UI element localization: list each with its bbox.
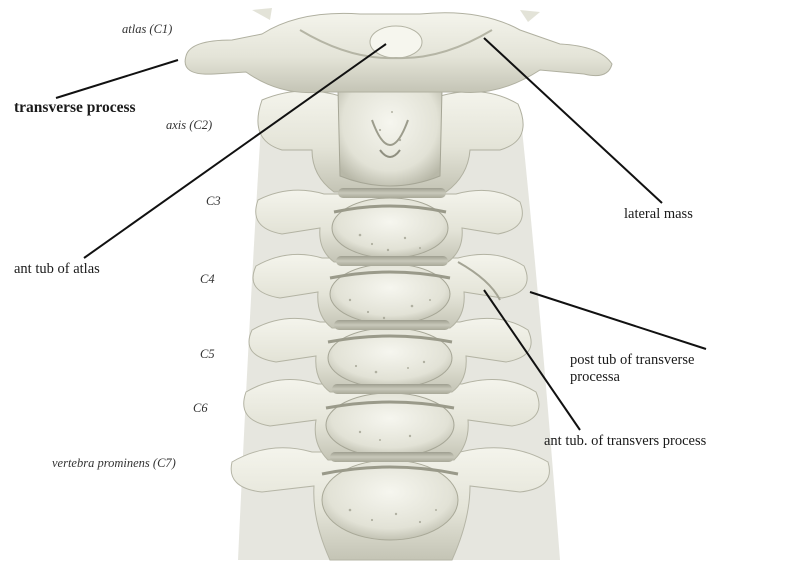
label-post-tub-transverse: post tub of transverse processa: [570, 352, 694, 385]
vertebra-c1-atlas: [185, 8, 612, 93]
label-transverse-process: transverse process: [14, 99, 136, 117]
leader-transverse-process: [56, 60, 178, 98]
leader-post-tub-transverse: [530, 292, 706, 349]
label-lateral-mass: lateral mass: [624, 206, 693, 223]
label-c3: C3: [206, 194, 221, 208]
label-c5: C5: [200, 347, 215, 361]
label-ant-tub-of-atlas: ant tub of atlas: [14, 261, 100, 278]
label-ant-tub-transvers-process: ant tub. of transvers process: [544, 433, 706, 450]
label-post-tub-line1: post tub of transverse: [570, 352, 694, 369]
label-c4: C4: [200, 272, 215, 286]
label-c7-vertebra-prominens: vertebra prominens (C7): [52, 456, 176, 470]
label-atlas-c1: atlas (C1): [122, 22, 172, 36]
label-axis-c2: axis (C2): [166, 118, 212, 132]
label-post-tub-line2: processa: [570, 369, 694, 386]
label-c6: C6: [193, 401, 208, 415]
